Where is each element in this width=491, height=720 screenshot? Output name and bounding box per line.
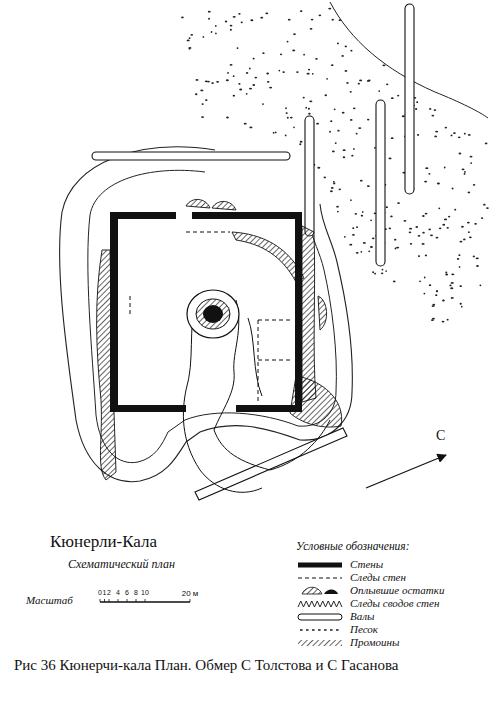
legend-sample (298, 614, 342, 620)
scale-number: 4 (116, 589, 120, 597)
scale-number: 1 (103, 589, 107, 597)
legend-text: Валы (350, 610, 374, 623)
legend-sample (298, 578, 342, 579)
scale-number: 6 (125, 589, 129, 597)
scale-number: 2 (107, 589, 111, 597)
site-title: Кюнерли-Кала (50, 532, 157, 552)
scale-bar (100, 599, 190, 602)
scale-number: 20 м (182, 589, 199, 598)
north-label: С (436, 428, 445, 444)
legend-sample (298, 640, 342, 646)
legend-sample (298, 601, 342, 607)
sand-dots (181, 8, 489, 323)
wall-trace (130, 232, 292, 402)
legend-sample (298, 563, 342, 568)
legend-text: Следы стен (350, 571, 406, 584)
rampart (92, 4, 414, 500)
fortress-wall (110, 212, 302, 412)
legend-text: Промоины (350, 636, 399, 649)
scale-number: 10 (141, 589, 149, 597)
plan-label: Масштаб (26, 594, 73, 607)
scale-number: 8 (134, 589, 138, 597)
legend-sample (302, 587, 338, 594)
legend-text: Оплывшие остатки (350, 584, 444, 597)
north-arrow (366, 455, 446, 488)
central-well (187, 290, 239, 338)
scale-number: 0 (98, 589, 102, 597)
legend-text: Стены (350, 558, 383, 571)
hatched-remains (97, 199, 342, 480)
figure-caption: Рис 36 Кюнерчи-кала План. Обмер С Толсто… (14, 656, 480, 676)
legend-text: Следы сводов стен (350, 597, 439, 610)
plan-label: Схематический план (68, 558, 175, 572)
legend-samples (298, 563, 342, 647)
legend-text: Песок (350, 623, 378, 636)
plan-label: Условные обозначения: (296, 540, 410, 553)
washout-channel (183, 298, 330, 492)
legend-sample (300, 629, 339, 630)
